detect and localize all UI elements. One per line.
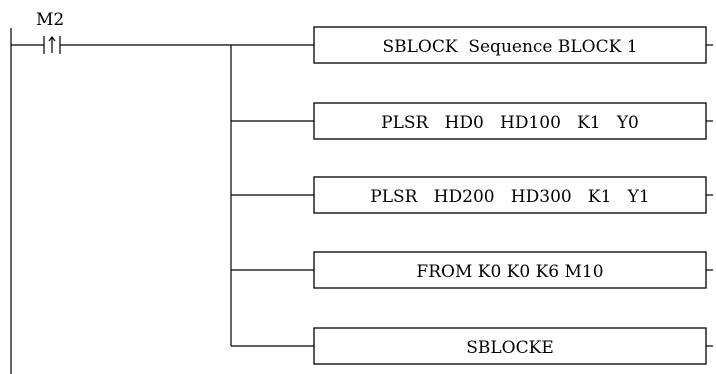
instruction-block-3: PLSR HD200 HD300 K1 Y1: [313, 176, 713, 214]
instruction-text-4: FROM K0 K0 K6 M10: [416, 262, 603, 282]
instruction-block-5: SBLOCKE: [313, 327, 713, 365]
contact-label: M2: [36, 10, 64, 30]
instruction-block-2: PLSR HD0 HD100 K1 Y0: [313, 102, 713, 140]
instruction-text-1: SBLOCK Sequence BLOCK 1: [382, 37, 637, 57]
rising-edge-contact-icon: [43, 36, 61, 54]
instruction-text-5: SBLOCKE: [466, 338, 553, 358]
instruction-block-1: SBLOCK Sequence BLOCK 1: [313, 26, 713, 64]
instruction-text-2: PLSR HD0 HD100 K1 Y0: [381, 113, 639, 133]
instruction-text-3: PLSR HD200 HD300 K1 Y1: [370, 187, 649, 207]
instruction-block-4: FROM K0 K0 K6 M10: [313, 251, 713, 289]
